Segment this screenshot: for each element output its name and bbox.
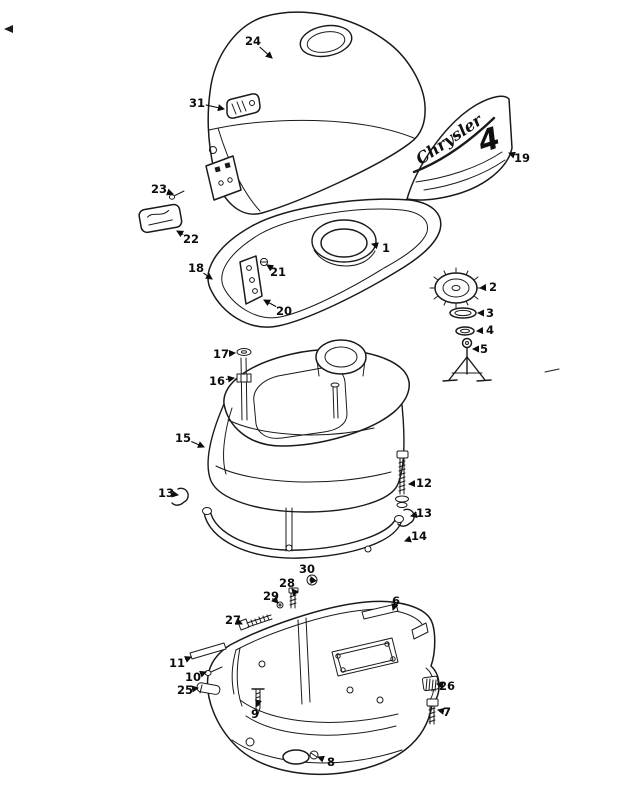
callout-label: 29 (263, 589, 279, 603)
callout-leader (225, 375, 236, 383)
callout-label: 30 (299, 562, 315, 576)
callout-leader (403, 535, 412, 543)
callout-label: 31 (189, 96, 205, 110)
callout-label: 11 (169, 656, 185, 670)
callout-label: 18 (188, 261, 204, 275)
callout-label: 13 (416, 506, 432, 520)
callout-label: 28 (279, 576, 295, 590)
screw-21 (259, 257, 269, 267)
callout-leader (205, 104, 226, 112)
bolt-28 (288, 587, 299, 609)
callout-leader (266, 264, 275, 272)
callout-label: 19 (514, 151, 530, 165)
callout-label: 15 (175, 431, 191, 445)
callout-label: 21 (270, 265, 286, 279)
screw-8 (309, 750, 319, 760)
bolt-27 (237, 614, 273, 631)
callout-label: 10 (185, 670, 201, 684)
callout-label: 22 (183, 232, 199, 246)
drain-slot (282, 749, 310, 765)
callout-leader (171, 490, 180, 498)
fuel-cap-2 (429, 267, 483, 309)
grommet-ring-1 (311, 219, 377, 267)
callout-leader (176, 230, 185, 238)
callout-leader (316, 755, 325, 763)
callout-leader (166, 188, 175, 196)
callout-label: 24 (245, 34, 261, 48)
nut-16 (236, 373, 252, 383)
callout-leader (291, 588, 299, 596)
lower-cowl (207, 339, 410, 513)
callout-label: 12 (416, 476, 432, 490)
callout-leader (191, 441, 205, 448)
lower-motor-housing (206, 600, 440, 776)
support-plate (207, 198, 442, 328)
callout-label: 5 (480, 342, 488, 356)
callout-leader (184, 656, 192, 663)
callout-label: 14 (411, 529, 427, 543)
stray-scan-marks (4, 25, 560, 373)
stud-with-hardware (236, 348, 252, 421)
callout-label: 26 (439, 679, 455, 693)
clamp-13-right (397, 508, 415, 527)
screw-23 (168, 190, 185, 200)
callout-label: 23 (151, 182, 167, 196)
knurled-nut-26 (421, 675, 440, 692)
callout-label: 9 (251, 707, 259, 721)
callout-label: 3 (486, 306, 494, 320)
callout-label: 7 (443, 705, 451, 719)
washer-17 (236, 348, 252, 356)
callout-label: 8 (327, 755, 335, 769)
callout-leader (263, 299, 277, 308)
callout-label: 17 (213, 347, 229, 361)
callout-leader (191, 685, 200, 693)
callout-label: 2 (489, 280, 497, 294)
carry-hoop-14 (202, 507, 404, 559)
gasket-3 (449, 307, 477, 319)
callout-leader (203, 272, 213, 280)
top-cowl-opening (299, 24, 353, 58)
callout-label: 25 (177, 683, 193, 697)
callout-label: 20 (276, 304, 292, 318)
callout-leader (199, 670, 208, 678)
bolt-7 (426, 698, 439, 725)
top-cowl (168, 11, 426, 215)
clamp-13-left (171, 487, 189, 506)
callout-label: 4 (486, 323, 494, 337)
callout-label: 16 (209, 374, 225, 388)
callout-label: 27 (225, 613, 241, 627)
callout-label: 13 (158, 486, 174, 500)
callout-label: 6 (392, 594, 400, 608)
callout-leader (271, 596, 279, 604)
callout-label: 1 (382, 241, 390, 255)
callout-leader (507, 151, 516, 159)
bolt-12 (395, 450, 409, 508)
callout-leader (409, 511, 418, 519)
small-decal (138, 203, 183, 234)
nut-30 (306, 574, 318, 586)
callout-leader (259, 46, 273, 59)
callout-leader (370, 242, 379, 250)
bracket-20 (239, 255, 263, 305)
cowl-latch (226, 93, 261, 119)
vent-stand-5 (442, 337, 492, 382)
washer-4 (455, 326, 475, 336)
inner-stud (330, 382, 340, 419)
cowl-name-plate (205, 155, 242, 201)
cowl-tube-opening (315, 339, 367, 377)
